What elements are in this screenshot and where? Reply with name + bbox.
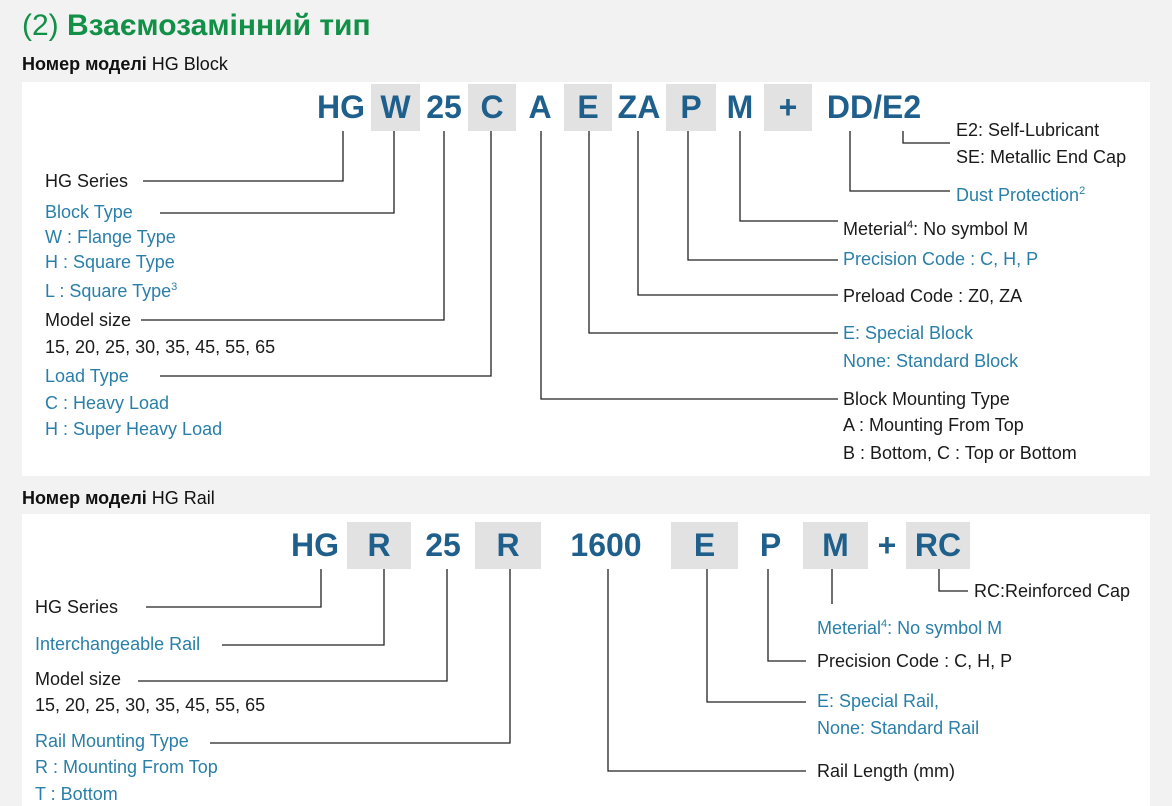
rail-subtitle: Номер моделі HG Rail xyxy=(22,488,215,509)
label-rail-sizes: 15, 20, 25, 30, 35, 45, 55, 65 xyxy=(35,695,266,715)
label-sizes: 15, 20, 25, 30, 35, 45, 55, 65 xyxy=(45,337,276,357)
label-block-type: Block Type xyxy=(45,202,133,222)
label-rail-length: Rail Length (mm) xyxy=(817,761,956,781)
block-code-plus: + xyxy=(764,84,812,131)
label-load-type: Load Type xyxy=(45,366,129,386)
block-subtitle-bold: Номер моделі xyxy=(22,54,147,74)
rail-code-r2: R xyxy=(475,522,541,569)
block-code-25: 25 xyxy=(426,89,462,125)
label-rail-material: Meterial4: No symbol M xyxy=(817,618,1003,638)
label-rail-mount-t: T : Bottom xyxy=(35,784,118,804)
label-rc: RC:Reinforced Cap xyxy=(974,581,1131,601)
rail-code-rc: RC xyxy=(906,522,970,569)
label-square-l: L : Square Type3 xyxy=(45,281,178,301)
rail-subtitle-rest: HG Rail xyxy=(146,488,215,508)
label-rail-mount-r: R : Mounting From Top xyxy=(35,757,218,777)
block-code-w: W xyxy=(371,84,420,131)
block-code-za: ZA xyxy=(617,89,661,125)
page-title: (2) Взаємозамінний тип xyxy=(22,6,371,46)
label-rail-precision: Precision Code : C, H, P xyxy=(817,651,1013,671)
label-se: SE: Metallic End Cap xyxy=(956,147,1127,167)
label-dust-protection: Dust Protection2 xyxy=(956,185,1086,205)
label-precision: Precision Code : C, H, P xyxy=(843,249,1039,269)
label-standard-block: None: Standard Block xyxy=(843,351,1019,371)
label-heavy-load: C : Heavy Load xyxy=(45,393,170,413)
label-mount-a: A : Mounting From Top xyxy=(843,415,1024,435)
block-code-c: C xyxy=(468,84,516,131)
label-e2: E2: Self-Lubricant xyxy=(956,120,1100,140)
rail-code-plus: + xyxy=(877,527,897,563)
title-text: Взаємозамінний тип xyxy=(67,9,371,42)
label-material: Meterial4: No symbol M xyxy=(843,219,1029,239)
rail-subtitle-bold: Номер моделі xyxy=(22,488,147,508)
block-subtitle: Номер моделі HG Block xyxy=(22,54,228,75)
title-prefix: (2) xyxy=(22,9,67,42)
block-code-p: P xyxy=(666,84,716,131)
block-code-hg: HG xyxy=(317,89,365,125)
label-flange-type: W : Flange Type xyxy=(45,227,176,247)
label-rail-model-size: Model size xyxy=(35,669,122,689)
label-mount-b: B : Bottom, C : Top or Bottom xyxy=(843,443,1077,463)
label-special-rail: E: Special Rail, xyxy=(817,691,940,711)
rail-code-r: R xyxy=(347,522,411,569)
rail-code-hg: HG xyxy=(291,527,339,563)
block-subtitle-rest: HG Block xyxy=(146,54,228,74)
rail-code-1600: 1600 xyxy=(570,527,642,563)
label-standard-rail: None: Standard Rail xyxy=(817,718,980,738)
block-code-a: A xyxy=(528,89,552,125)
label-special-block: E: Special Block xyxy=(843,323,974,343)
label-model-size: Model size xyxy=(45,310,132,330)
label-super-heavy-load: H : Super Heavy Load xyxy=(45,419,223,439)
label-mounting-type: Block Mounting Type xyxy=(843,389,1010,409)
label-hg-series: HG Series xyxy=(45,171,129,191)
label-square-h: H : Square Type xyxy=(45,252,175,272)
label-rail-mounting-type: Rail Mounting Type xyxy=(35,731,189,751)
rail-code-p: P xyxy=(759,527,782,563)
block-code-dde2: DD/E2 xyxy=(826,89,922,125)
label-rail-hg-series: HG Series xyxy=(35,597,119,617)
rail-code-e: E xyxy=(671,522,738,569)
block-code-e: E xyxy=(564,84,612,131)
label-interchangeable-rail: Interchangeable Rail xyxy=(35,634,201,654)
block-code-m: M xyxy=(726,89,754,125)
rail-code-m: M xyxy=(803,522,868,569)
rail-code-25: 25 xyxy=(425,527,461,563)
label-preload: Preload Code : Z0, ZA xyxy=(843,286,1023,306)
